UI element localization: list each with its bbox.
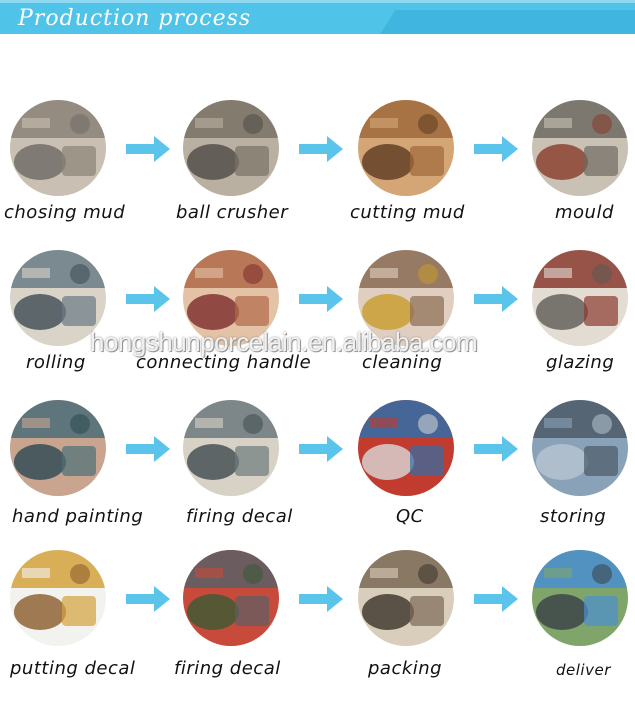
step-label: cutting mud bbox=[350, 202, 465, 223]
arrow-right-icon bbox=[126, 586, 170, 612]
clay-cylinders-photo bbox=[358, 100, 454, 196]
step-label: storing bbox=[540, 506, 606, 527]
arrow-right-icon bbox=[299, 286, 343, 312]
step-label: ball crusher bbox=[176, 202, 288, 223]
arrow-right-icon bbox=[474, 136, 518, 162]
arrow-right-icon bbox=[126, 136, 170, 162]
page-title: Production process bbox=[18, 6, 251, 31]
warehouse-photo bbox=[10, 100, 106, 196]
step-label: packing bbox=[368, 658, 442, 679]
painting-photo bbox=[10, 400, 106, 496]
truck-photo bbox=[532, 550, 628, 646]
packing-photo bbox=[358, 550, 454, 646]
firing-photo bbox=[183, 400, 279, 496]
glazing-photo bbox=[532, 250, 628, 346]
mould-photo bbox=[532, 100, 628, 196]
storage-photo bbox=[532, 400, 628, 496]
arrow-right-icon bbox=[474, 436, 518, 462]
arrow-right-icon bbox=[299, 136, 343, 162]
step-label: chosing mud bbox=[4, 202, 125, 223]
arrow-right-icon bbox=[299, 436, 343, 462]
step-label: rolling bbox=[26, 352, 86, 373]
machine-photo bbox=[183, 100, 279, 196]
step-label: firing decal bbox=[186, 506, 293, 527]
watermark: hongshunporcelain.en.alibaba.com bbox=[90, 327, 477, 358]
step-label: deliver bbox=[556, 661, 611, 679]
header-banner: Production process bbox=[0, 0, 635, 40]
arrow-right-icon bbox=[126, 436, 170, 462]
step-label: QC bbox=[396, 506, 424, 527]
arrow-right-icon bbox=[126, 286, 170, 312]
qc-photo bbox=[358, 400, 454, 496]
decal-photo bbox=[10, 550, 106, 646]
step-label: firing decal bbox=[174, 658, 281, 679]
step-label: glazing bbox=[546, 352, 614, 373]
arrow-right-icon bbox=[474, 586, 518, 612]
arrow-right-icon bbox=[474, 286, 518, 312]
step-label: mould bbox=[555, 202, 614, 223]
step-label: hand painting bbox=[12, 506, 143, 527]
kiln-photo bbox=[183, 550, 279, 646]
arrow-right-icon bbox=[299, 586, 343, 612]
step-label: putting decal bbox=[10, 658, 135, 679]
